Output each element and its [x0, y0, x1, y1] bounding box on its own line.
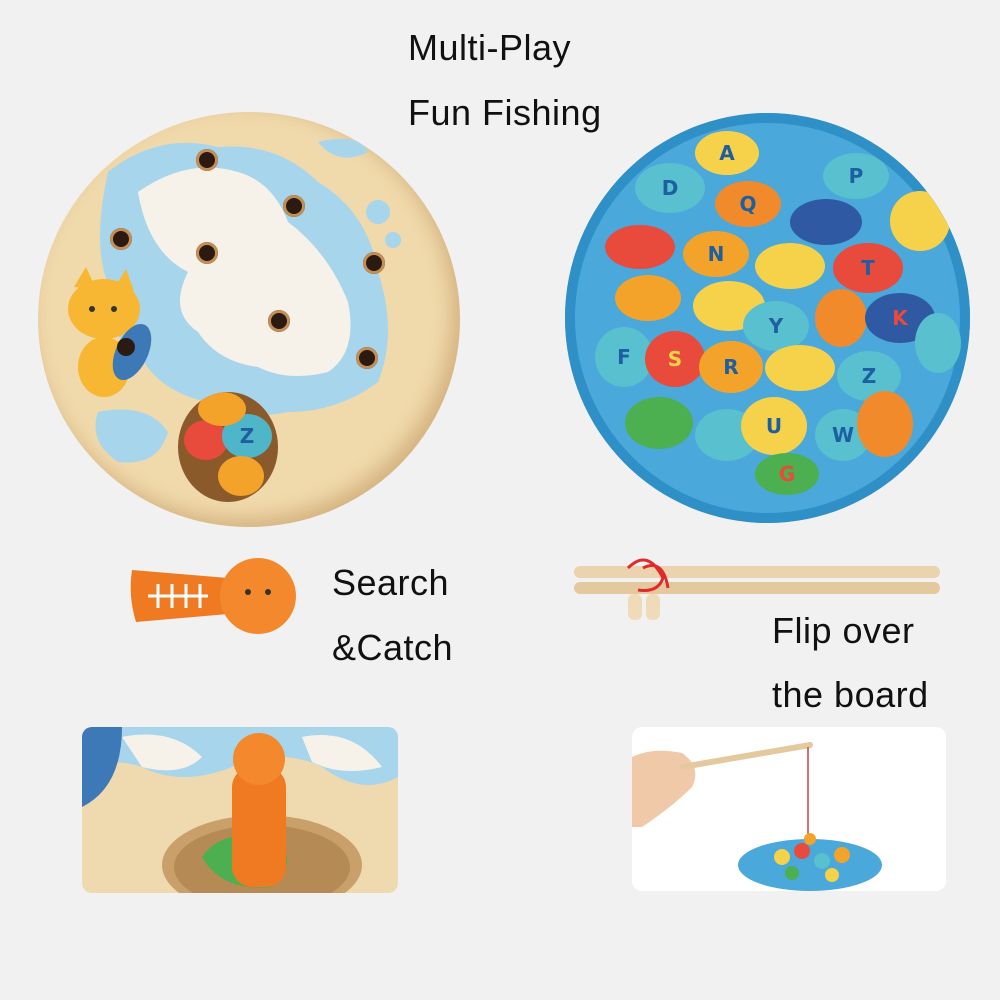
board-hole [268, 310, 290, 332]
orange-magnet-stick [130, 558, 296, 634]
fish-piece: Q [715, 181, 781, 227]
fish-piece: D [635, 163, 705, 213]
fish-piece [605, 225, 675, 269]
cat-illustration [68, 267, 152, 397]
fish-letter: U [765, 414, 783, 438]
board-hole [196, 242, 218, 264]
fish-letter: Q [739, 192, 757, 216]
fish-letter: T [861, 256, 875, 280]
fish-letter: Z [239, 424, 255, 448]
fish-piece: G [755, 453, 819, 495]
caption-search-line-2: &Catch [332, 627, 454, 668]
photo-stick-in-board [82, 727, 398, 893]
board-hole [110, 228, 132, 250]
wooden-fishing-rods [574, 558, 940, 620]
fish-letter: K [892, 306, 908, 330]
fish-letter: F [617, 345, 631, 369]
fish-piece [790, 199, 862, 245]
fish-piece [755, 243, 825, 289]
headline-line-2: Fun Fishing [408, 92, 602, 133]
board-hole [196, 149, 218, 171]
fish-letter: R [723, 355, 739, 379]
fish-piece [625, 397, 693, 449]
fish-piece: N [683, 231, 749, 277]
fish-letter: G [778, 462, 796, 486]
fish-letter: D [661, 176, 679, 200]
fish-board: A D Q P N T K Y F S R Z U W G [565, 113, 970, 523]
fish-piece [890, 191, 950, 251]
headline-line-1: Multi-Play [408, 27, 572, 68]
fish-piece: U [741, 397, 807, 455]
fish-piece [815, 289, 867, 347]
fish-piece: P [823, 153, 889, 199]
fish-piece: R [699, 341, 763, 393]
fish-piece: T [833, 243, 903, 293]
board-hole [356, 347, 378, 369]
fish-letter: Y [768, 314, 784, 338]
fish-piece: S [645, 331, 705, 387]
fish-letter: W [831, 423, 855, 447]
fish-letter: S [667, 347, 683, 371]
fish-piece [765, 345, 835, 391]
fish-piece [218, 456, 264, 496]
fish-letter: A [719, 141, 735, 165]
fish-piece [198, 392, 246, 426]
fish-piece [857, 391, 913, 457]
caption-search-line-1: Search [332, 562, 450, 603]
fish-pond: Z [178, 392, 278, 502]
caption-flip-line-1: Flip over [772, 610, 915, 651]
fish-piece: F [595, 327, 653, 387]
fish-letter: N [707, 242, 725, 266]
fish-letter: Z [861, 364, 877, 388]
caption-flip-line-2: the board [772, 674, 929, 715]
fish-piece [184, 420, 228, 460]
fish-piece: A [695, 131, 759, 175]
fish-letter: P [848, 164, 864, 188]
wooden-board-top: Z [38, 112, 460, 527]
fish-piece [615, 275, 681, 321]
fish-piece [915, 313, 961, 373]
photo-hand-fishing [632, 727, 946, 891]
board-hole [363, 252, 385, 274]
sea-map-illustration [95, 138, 401, 463]
board-hole [283, 195, 305, 217]
fish-piece: Y [743, 301, 809, 351]
